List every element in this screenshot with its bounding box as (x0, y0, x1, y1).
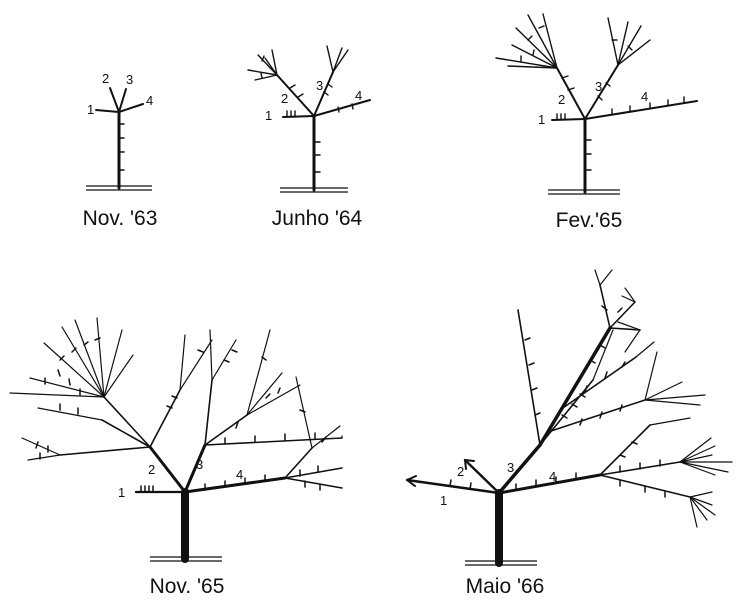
branch-label-2: 2 (281, 91, 288, 106)
branch-label-1: 1 (118, 485, 125, 500)
branch-label-3: 3 (595, 79, 602, 94)
branch-label-1: 1 (538, 112, 545, 127)
branch-label-3: 3 (507, 460, 514, 475)
branch-label-4: 4 (146, 93, 153, 108)
tree-drawing (247, 45, 371, 192)
tree-drawing (405, 269, 733, 567)
panel-caption: Nov. '63 (83, 207, 158, 230)
branch-label-2: 2 (457, 464, 464, 479)
panel-caption: Junho '64 (272, 207, 363, 230)
branch-label-4: 4 (236, 467, 243, 482)
branch-label-3: 3 (126, 72, 133, 87)
branch-label-2: 2 (558, 92, 565, 107)
branch-label-3: 3 (196, 457, 203, 472)
tree-drawing (9, 317, 343, 563)
branch-label-1: 1 (87, 102, 94, 117)
panel-caption: Nov. '65 (150, 575, 225, 598)
panel-junho-64: 1 2 3 4 Junho '64 (247, 45, 371, 230)
panel-caption: Fev.'65 (556, 209, 623, 232)
branch-label-1: 1 (440, 493, 447, 508)
panel-nov-63: 1 2 3 4 Nov. '63 (83, 71, 158, 230)
branch-label-4: 4 (549, 469, 556, 484)
panel-maio-66: 1 2 3 4 Maio '66 (405, 269, 733, 598)
branch-label-4: 4 (355, 88, 362, 103)
panel-nov-65: 1 2 3 4 Nov. '65 (9, 317, 343, 598)
branch-label-2: 2 (148, 462, 155, 477)
branch-label-2: 2 (102, 71, 109, 86)
tree-drawing (495, 13, 698, 194)
panel-caption: Maio '66 (466, 575, 545, 598)
tree-drawing (95, 87, 144, 190)
branch-label-1: 1 (265, 108, 272, 123)
branch-label-4: 4 (641, 89, 648, 104)
panel-fev-65: 1 2 3 4 Fev.'65 (495, 13, 698, 232)
branch-label-3: 3 (316, 78, 323, 93)
